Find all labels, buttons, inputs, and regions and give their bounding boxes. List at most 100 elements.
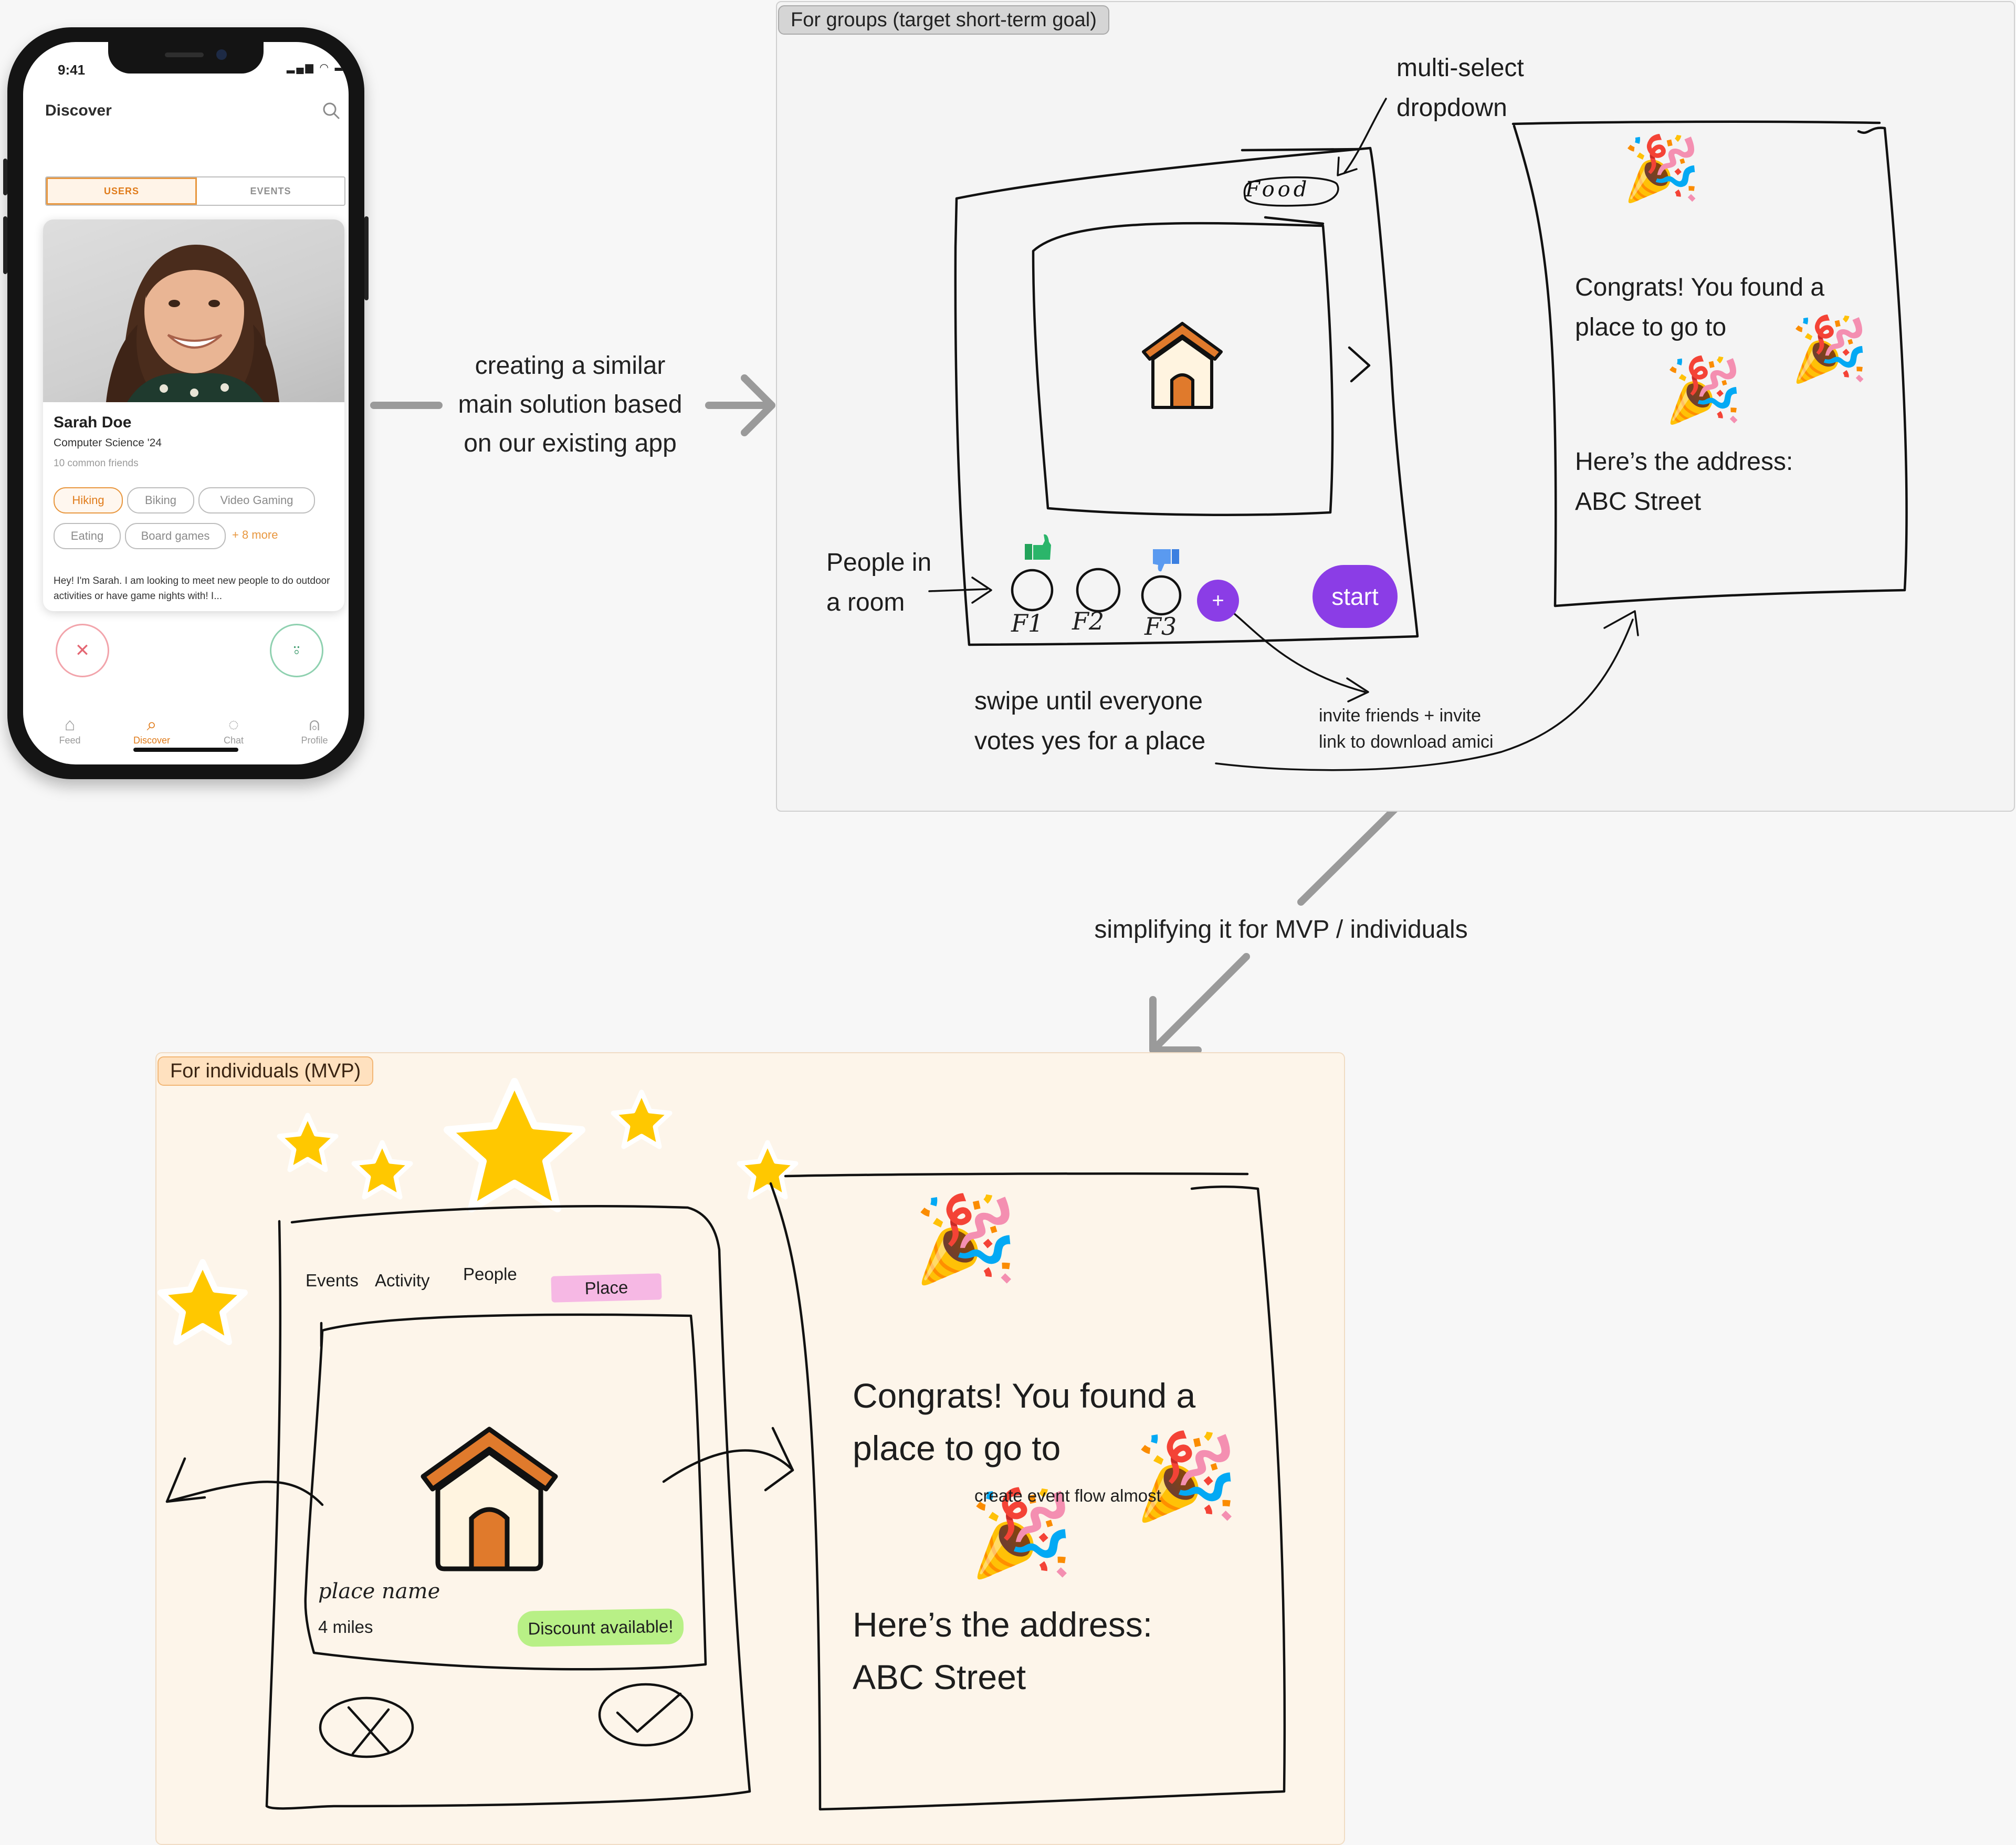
house-outline-icon: ⌂ — [64, 715, 76, 735]
wifi-icon: ◠ — [319, 62, 330, 74]
arrow-head — [1149, 996, 1202, 1054]
congrats-line: place to go to — [853, 1429, 1061, 1467]
food-dropdown[interactable]: Food — [1245, 177, 1310, 202]
star-icon — [444, 1078, 585, 1212]
star-icon — [351, 1140, 413, 1200]
interest-chip: Biking — [127, 487, 194, 513]
tab-events[interactable]: EVENTS — [250, 185, 291, 196]
tab-events[interactable]: Events — [306, 1271, 359, 1290]
sketch-arrow — [1343, 98, 1387, 174]
friend-label: F3 — [1144, 612, 1177, 641]
place-name: place name — [318, 1579, 440, 1603]
party-popper-icon: 🎉 — [1790, 313, 1869, 386]
sketch-arrow — [1215, 619, 1634, 771]
battery-icon: ▬ — [334, 62, 347, 74]
groups-section — [776, 1, 2015, 812]
house-icon — [421, 1427, 558, 1571]
interest-chip: Board games — [125, 523, 226, 549]
sketch-arrow-head — [1346, 677, 1369, 703]
thumbs-up-icon — [1025, 534, 1051, 560]
note-people-in-room: People in a room — [826, 543, 931, 623]
address-block: Here’s the address: ABC Street — [1575, 442, 1793, 522]
signal-icon: ▂▄▆ — [287, 62, 315, 74]
party-popper-icon: 🎉 — [1622, 132, 1701, 205]
nav-label: Discover — [133, 735, 170, 746]
phone-side-button — [364, 216, 369, 300]
congrats-line: Congrats! You found a — [1575, 274, 1825, 301]
individuals-tag: For individuals (MVP) — [158, 1056, 374, 1086]
status-icons: ▂▄▆ ◠ ▬ — [287, 61, 347, 74]
accept-sketch-button — [598, 1683, 694, 1747]
nav-profile[interactable]: ⍝ Profile — [286, 714, 343, 746]
note-line: a room — [826, 589, 905, 616]
search-icon[interactable] — [321, 101, 341, 121]
person-icon: ⍝ — [309, 715, 320, 735]
sketch-arrow-head — [971, 576, 992, 604]
address-label: Here’s the address: — [853, 1605, 1153, 1644]
common-friends: 10 common friends — [54, 458, 139, 469]
invite-plus-button[interactable]: + — [1197, 580, 1239, 622]
profile-card[interactable]: Sarah Doe Computer Science '24 10 common… — [43, 219, 344, 611]
add-friend-button[interactable]: ⍤ — [270, 624, 323, 677]
phone-notch — [108, 42, 264, 74]
tab-activity[interactable]: Activity — [375, 1271, 430, 1290]
close-icon — [347, 1706, 390, 1755]
sketch-line — [1241, 148, 1361, 152]
note-creating-similar: creating a similar main solution based o… — [439, 347, 701, 463]
sketch-line — [1264, 216, 1325, 225]
more-interests-link[interactable]: + 8 more — [232, 528, 278, 541]
arrow-head — [741, 374, 775, 436]
status-time: 9:41 — [58, 62, 86, 78]
profile-bio: Hey! I'm Sarah. I am looking to meet new… — [54, 575, 330, 602]
sketch-result-frame — [769, 1182, 1286, 1811]
sketch-line — [784, 1172, 1249, 1178]
note-line: multi-select — [1396, 54, 1524, 82]
arrow-head — [165, 1457, 206, 1503]
address-block: Here’s the address: ABC Street — [853, 1598, 1152, 1703]
nav-feed[interactable]: ⌂ Feed — [41, 714, 99, 746]
phone-side-button — [3, 216, 7, 274]
profile-photo — [43, 219, 344, 402]
interest-chip: Video Gaming — [198, 487, 315, 513]
sketch-arrow — [928, 588, 988, 592]
friend-circle — [1076, 568, 1121, 613]
arrow-head — [764, 1427, 794, 1492]
party-popper-icon: 🎉 — [1134, 1427, 1239, 1525]
search-icon: ⌕ — [146, 715, 157, 735]
phone-mockup: 9:41 ▂▄▆ ◠ ▬ Discover USERS EVENTS — [3, 27, 369, 779]
nav-label: Chat — [223, 735, 244, 746]
congrats-line: place to go to — [1575, 313, 1727, 341]
house-icon — [1142, 322, 1223, 409]
phone-screen: 9:41 ▂▄▆ ◠ ▬ Discover USERS EVENTS — [23, 42, 349, 764]
discover-tabs: USERS EVENTS — [45, 176, 345, 206]
note-line: votes yes for a place — [974, 727, 1206, 755]
reject-button[interactable]: ✕ — [56, 624, 109, 677]
friend-label: F1 — [1011, 609, 1044, 637]
interest-chip: Eating — [54, 523, 121, 549]
sketch-arrow-head — [1603, 610, 1639, 636]
close-icon: ✕ — [75, 641, 90, 661]
swipe-right-arrow — [662, 1449, 794, 1483]
tab-place[interactable]: Place — [551, 1273, 662, 1303]
star-icon — [277, 1113, 339, 1172]
thumbs-down-icon — [1153, 549, 1179, 572]
address-value: ABC Street — [1575, 488, 1702, 516]
note-line: swipe until everyone — [974, 687, 1203, 715]
address-value: ABC Street — [853, 1658, 1026, 1696]
tab-people[interactable]: People — [463, 1264, 517, 1284]
note-line: main solution based — [458, 391, 682, 418]
home-indicator — [133, 748, 238, 752]
note-create-event: create event flow almost — [974, 1486, 1161, 1505]
nav-chat[interactable]: ◌ Chat — [205, 714, 262, 746]
note-line: invite friends + invite — [1319, 706, 1481, 726]
start-button[interactable]: start — [1312, 565, 1398, 628]
profile-major: Computer Science '24 — [54, 437, 162, 449]
party-popper-icon: 🎉 — [1664, 354, 1743, 427]
nav-discover[interactable]: ⌕ Discover — [123, 714, 181, 746]
sketch-card — [304, 1313, 707, 1671]
note-invite: invite friends + invite link to download… — [1319, 703, 1494, 755]
sketch-line — [1511, 120, 1881, 125]
tab-users[interactable]: USERS — [46, 177, 197, 205]
congrats-line: Congrats! You found a — [853, 1376, 1196, 1415]
